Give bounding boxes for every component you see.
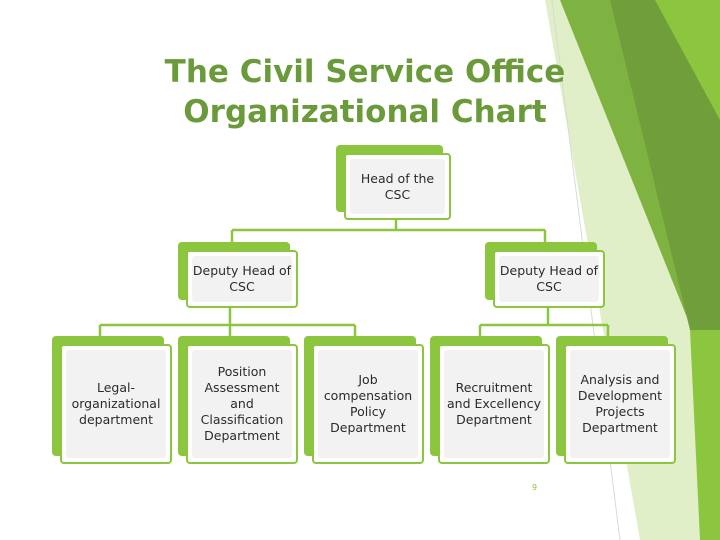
- title-line-1: The Civil Service Office: [164, 54, 566, 90]
- node-label: Deputy Head of CSC: [499, 263, 599, 294]
- org-node-dept-legal: Legal-organizational department: [52, 336, 172, 464]
- node-inner: [350, 159, 445, 214]
- node-inner: [570, 350, 670, 458]
- node-inner: [318, 350, 418, 458]
- org-node-dept-recruitment: Recruitment and Excellency Department: [430, 336, 550, 464]
- node-label: Analysis and Development Projects Depart…: [577, 372, 663, 435]
- node-card: Analysis and Development Projects Depart…: [564, 344, 676, 464]
- node-card: Job compensation Policy Department: [312, 344, 424, 464]
- node-inner: [192, 350, 292, 458]
- node-label: Recruitment and Excellency Department: [447, 380, 541, 427]
- title-line-2: Organizational Chart: [183, 94, 547, 130]
- deco-triangle-bottom: [690, 330, 720, 540]
- org-node-dept-position: Position Assessment and Classification D…: [178, 336, 298, 464]
- node-card: Deputy Head of CSC: [186, 250, 298, 308]
- node-inner: [499, 256, 599, 302]
- org-node-dept-analysis: Analysis and Development Projects Depart…: [556, 336, 676, 464]
- node-label: Job compensation Policy Department: [323, 372, 413, 435]
- node-label: Legal-organizational department: [71, 380, 161, 427]
- node-card: Legal-organizational department: [60, 344, 172, 464]
- org-node-deputy-right: Deputy Head of CSC: [485, 242, 605, 308]
- slide-title: The Civil Service Office Organizational …: [120, 52, 610, 132]
- node-card: Head of the CSC: [344, 153, 451, 220]
- node-card: Position Assessment and Classification D…: [186, 344, 298, 464]
- org-node-head: Head of the CSC: [336, 145, 451, 220]
- deco-triangle-bright: [655, 0, 720, 120]
- node-card: Deputy Head of CSC: [493, 250, 605, 308]
- org-node-deputy-left: Deputy Head of CSC: [178, 242, 298, 308]
- org-node-dept-compensation: Job compensation Policy Department: [304, 336, 424, 464]
- node-label: Deputy Head of CSC: [192, 263, 292, 294]
- deco-triangle-dark: [610, 0, 720, 330]
- node-label: Position Assessment and Classification D…: [200, 364, 284, 443]
- node-card: Recruitment and Excellency Department: [438, 344, 550, 464]
- node-inner: [444, 350, 544, 458]
- node-inner: [192, 256, 292, 302]
- node-label: Head of the CSC: [360, 170, 435, 202]
- node-inner: [66, 350, 166, 458]
- page-number: 9: [532, 483, 538, 492]
